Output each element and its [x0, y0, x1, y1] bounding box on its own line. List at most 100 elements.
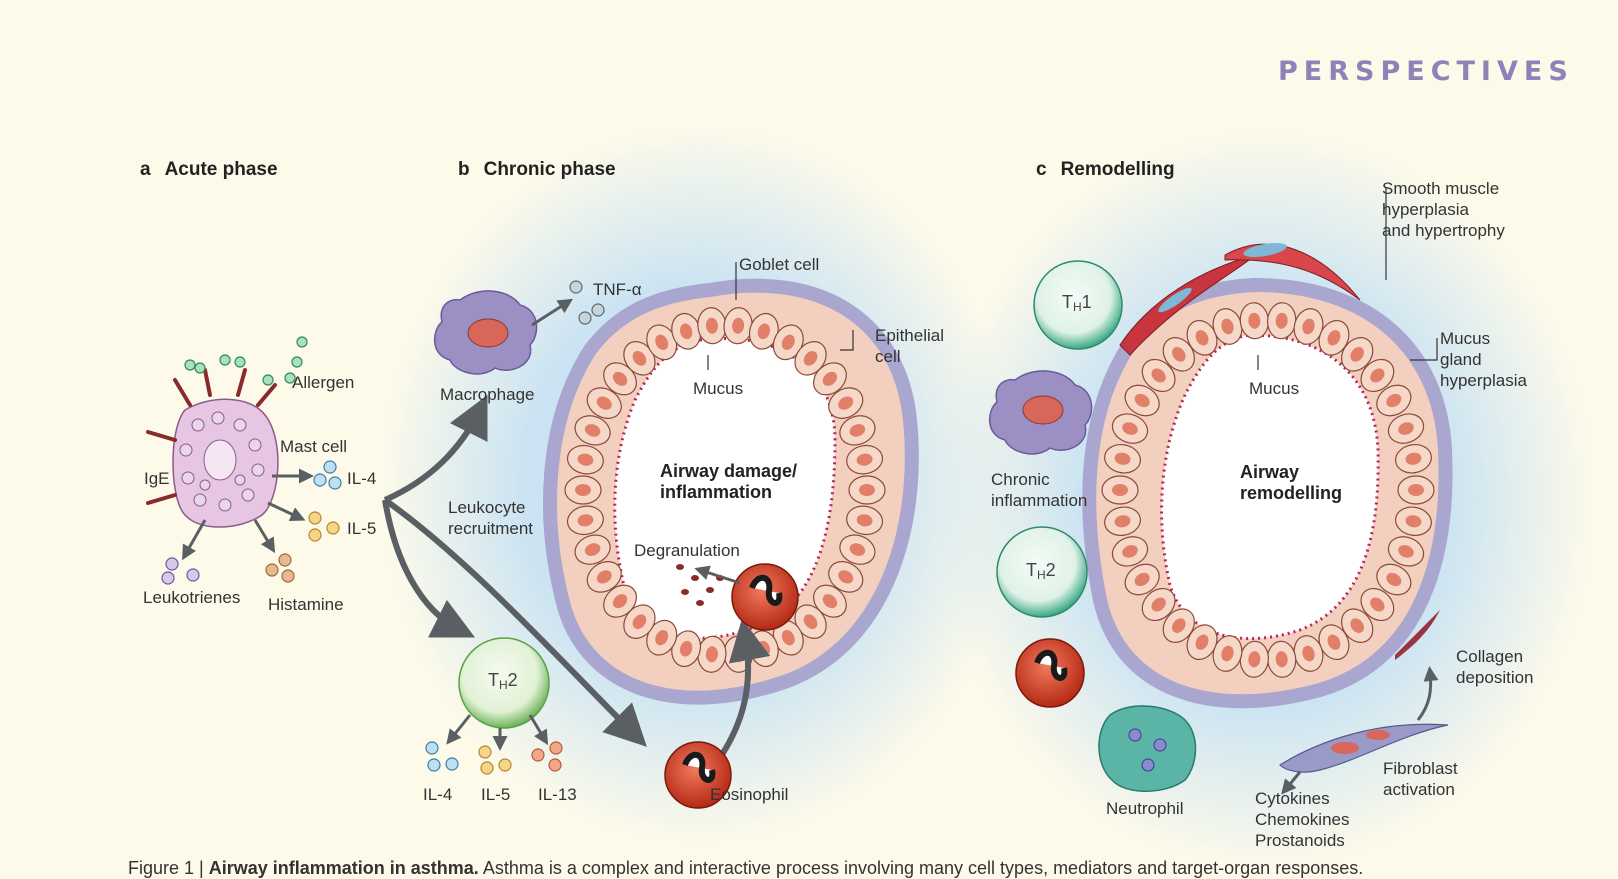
- cell-nucleus: [1134, 393, 1150, 408]
- cell-nucleus: [1195, 330, 1209, 346]
- cell-nucleus: [849, 543, 866, 556]
- cell-nucleus: [856, 453, 873, 466]
- il5-particles-a: [308, 511, 340, 542]
- eosinophil-degranulating: [731, 563, 799, 631]
- il4-particles-a: [313, 460, 342, 490]
- label-th1: TH1: [1062, 292, 1092, 314]
- epithelium-cells-c: [1101, 302, 1435, 678]
- cell-nucleus: [849, 424, 866, 437]
- cell-nucleus: [679, 640, 693, 657]
- cell-nucleus: [781, 630, 795, 646]
- macrophage-cell-c: [989, 370, 1093, 455]
- cell-nucleus: [705, 317, 718, 334]
- cell-nucleus: [584, 424, 601, 437]
- cell-nucleus: [584, 543, 601, 556]
- cell-nucleus: [612, 371, 628, 386]
- label-goblet-cell: Goblet cell: [739, 255, 820, 274]
- cell-nucleus: [1134, 572, 1150, 587]
- cell-nucleus: [1248, 312, 1261, 329]
- cell-nucleus: [1195, 634, 1209, 650]
- mast-cell: [172, 398, 279, 528]
- cell-nucleus: [1275, 312, 1288, 329]
- cell-nucleus: [732, 317, 745, 334]
- cell-nucleus: [1302, 318, 1315, 335]
- cell-nucleus: [1398, 422, 1414, 435]
- cell-nucleus: [1172, 618, 1186, 633]
- cell-nucleus: [1221, 645, 1234, 662]
- page-header: PERSPECTIVES: [1278, 56, 1574, 87]
- cell-nucleus: [1151, 597, 1166, 612]
- label-neutrophil: Neutrophil: [1106, 799, 1184, 818]
- cell-nucleus: [1405, 515, 1422, 528]
- cell-nucleus: [838, 570, 854, 584]
- cell-nucleus: [757, 323, 771, 340]
- airway-chronic: [543, 278, 919, 705]
- label-ige: IgE: [144, 469, 170, 488]
- label-allergen: Allergen: [292, 373, 355, 392]
- cell-nucleus: [1350, 347, 1364, 362]
- cell-nucleus: [577, 514, 594, 527]
- label-tnf: TNF-α: [593, 280, 642, 299]
- label-macrophage: Macrophage: [440, 385, 535, 404]
- fibroblast-arrows: [1281, 666, 1439, 795]
- il5-particles-b: [478, 745, 512, 775]
- label-histamine: Histamine: [268, 595, 344, 614]
- airway-remodelling: [1082, 242, 1453, 709]
- th2-arrows: [446, 714, 549, 751]
- label-il13: IL-13: [538, 785, 577, 804]
- label-airway-damage: Airway damage/inflammation: [660, 461, 798, 502]
- cell-nucleus: [1398, 545, 1414, 558]
- il13-particles: [531, 741, 563, 772]
- cell-nucleus: [1370, 597, 1385, 612]
- label-mast-cell: Mast cell: [280, 437, 348, 456]
- cell-nucleus: [596, 570, 612, 584]
- cell-nucleus: [679, 323, 693, 340]
- recruitment-arrows: [382, 394, 771, 767]
- collagen-fiber: [1395, 610, 1440, 660]
- cell-nucleus: [822, 594, 838, 609]
- epithelium-cells-b: [564, 307, 886, 673]
- cell-nucleus: [803, 614, 818, 630]
- cell-nucleus: [577, 453, 594, 466]
- eosinophil-cell-c: [1015, 638, 1085, 708]
- cell-nucleus: [1405, 452, 1422, 465]
- cell-nucleus: [1151, 368, 1166, 383]
- cell-nucleus: [1370, 368, 1385, 383]
- cell-nucleus: [803, 350, 818, 366]
- label-mucus-b: Mucus: [693, 379, 744, 398]
- fibroblast-cell: [1279, 723, 1449, 773]
- cell-nucleus: [1386, 572, 1402, 587]
- cell-nucleus: [632, 350, 647, 366]
- ige-receptors: [146, 368, 277, 505]
- cell-nucleus: [1122, 545, 1138, 558]
- label-eosinophil: Eosinophil: [710, 785, 789, 804]
- il4-particles-b: [425, 741, 459, 772]
- cell-nucleus: [575, 484, 591, 496]
- cell-nucleus: [838, 396, 854, 410]
- label-il5-a: IL-5: [347, 519, 377, 538]
- cell-nucleus: [1114, 515, 1131, 528]
- label-leukotrienes: Leukotrienes: [143, 588, 241, 607]
- cell-nucleus: [612, 594, 628, 609]
- cell-nucleus: [1248, 651, 1261, 668]
- label-degranulation: Degranulation: [634, 541, 740, 560]
- allergen-particles: [184, 336, 308, 386]
- cell-nucleus: [1275, 651, 1288, 668]
- mast-cell-arrows: [182, 468, 314, 561]
- label-il5-b: IL-5: [481, 785, 511, 804]
- label-mucus-c: Mucus: [1249, 379, 1300, 398]
- cell-nucleus: [1350, 618, 1364, 633]
- label-il4-b: IL-4: [423, 785, 453, 804]
- cell-nucleus: [655, 630, 669, 646]
- macrophage-cell: [434, 290, 538, 375]
- cell-nucleus: [781, 334, 795, 350]
